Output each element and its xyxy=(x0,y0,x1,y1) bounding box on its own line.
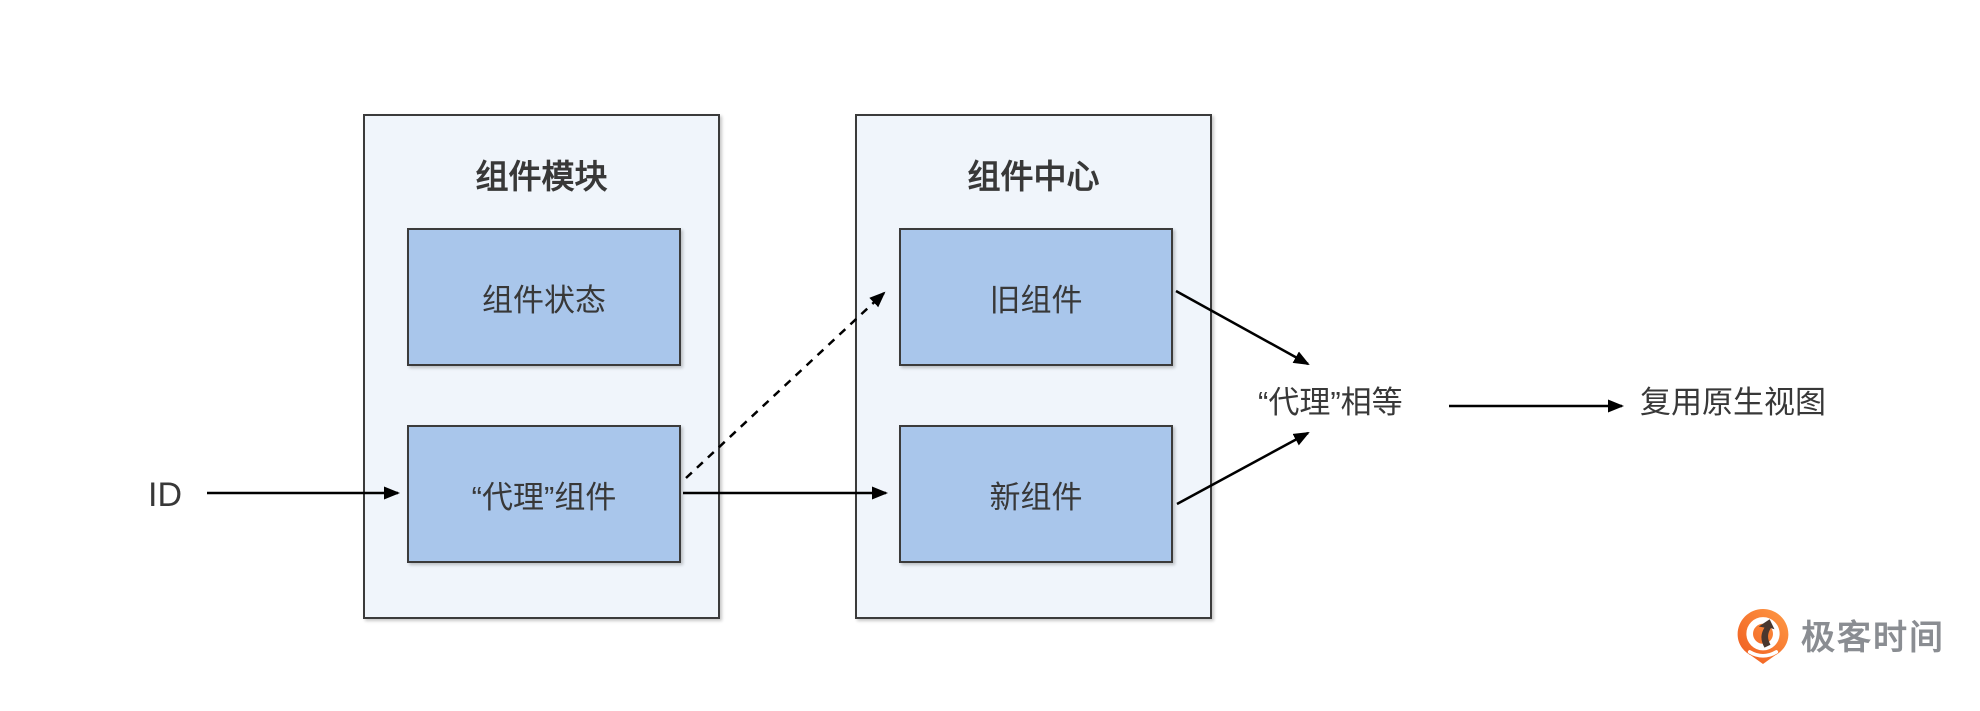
geektime-logo-text: 极客时间 xyxy=(1801,619,1945,657)
new-component-box: 新组件 xyxy=(899,425,1173,563)
new-component-label: 新组件 xyxy=(989,479,1083,515)
input-id-label: ID xyxy=(148,476,182,514)
component-state-label: 组件状态 xyxy=(482,282,606,318)
component-module-container: 组件模块 组件状态 “代理”组件 xyxy=(363,114,720,619)
old-component-box: 旧组件 xyxy=(899,228,1173,366)
proxy-equal-label: “代理”相等 xyxy=(1258,385,1403,420)
component-center-container: 组件中心 旧组件 新组件 xyxy=(855,114,1212,619)
component-module-title: 组件模块 xyxy=(475,158,608,195)
proxy-component-box: “代理”组件 xyxy=(407,425,681,563)
reuse-native-view-label: 复用原生视图 xyxy=(1640,385,1826,420)
geektime-logo-icon xyxy=(1737,609,1789,664)
old-component-label: 旧组件 xyxy=(989,282,1083,318)
proxy-component-label: “代理”组件 xyxy=(471,479,617,515)
geektime-brand: 极客时间 xyxy=(1734,606,1945,670)
component-state-box: 组件状态 xyxy=(407,228,681,366)
component-center-title: 组件中心 xyxy=(967,158,1100,195)
